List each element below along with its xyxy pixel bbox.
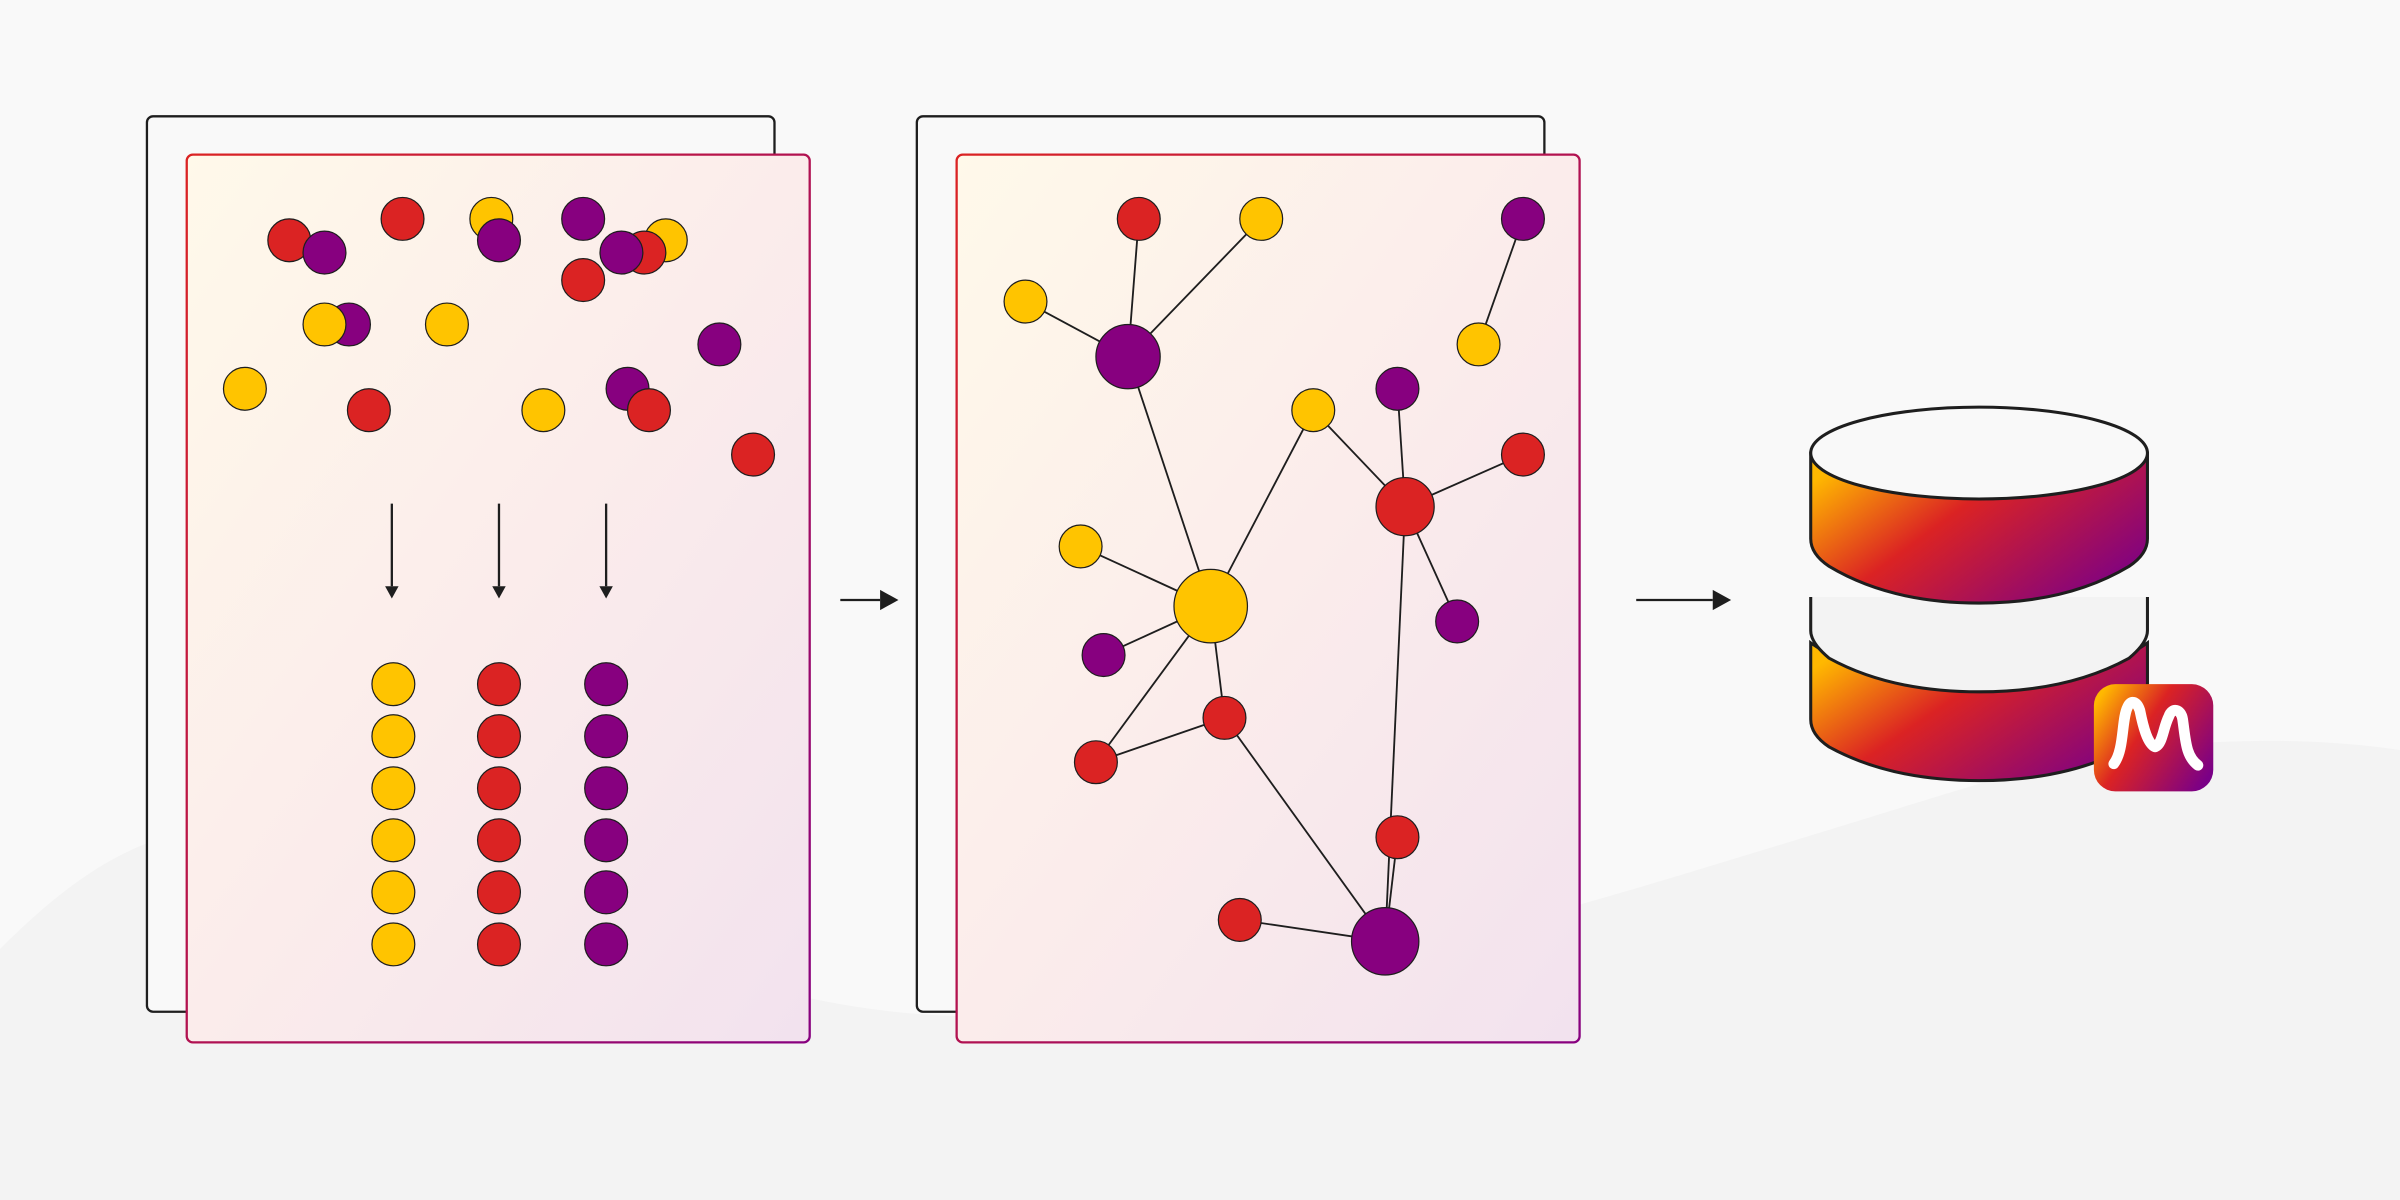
yellow-dot [371,662,416,707]
red-dot [346,388,391,433]
red-graph-node [1073,740,1118,785]
db-middle-outline [1809,596,2149,694]
yellow-graph-node [1058,524,1103,569]
red-graph-node [1217,897,1262,942]
yellow-graph-node [1173,568,1249,644]
red-dot [476,922,522,967]
arrow-right-icon [1636,589,1732,611]
red-dot [476,870,522,915]
background-wave [0,740,2400,1200]
db-middle-band [1810,596,2148,692]
purple-dot [584,922,629,967]
purple-graph-node [1375,366,1420,411]
yellow-graph-node [1239,196,1284,241]
arrow-head [599,586,613,599]
red-dot [380,196,425,241]
red-graph-node [1375,815,1420,860]
purple-dot [561,196,606,241]
yellow-dot [521,388,566,433]
red-graph-node [1116,196,1161,241]
front-frame [185,153,811,1044]
purple-graph-node [1435,599,1480,644]
red-dot [731,432,776,477]
purple-dot [599,230,644,275]
purple-dot [476,218,522,263]
purple-graph-node [1095,323,1161,390]
purple-graph-node [1500,196,1545,241]
purple-dot [584,714,629,759]
db-top [1809,405,2149,501]
purple-dot [697,322,742,367]
red-dot [476,714,522,759]
red-dot [561,258,606,303]
arrow-head [880,589,899,611]
yellow-dot [222,366,267,411]
purple-graph-node [1081,633,1126,678]
purple-dot [302,230,347,275]
arrow-head [492,586,506,599]
red-graph-node [1500,432,1545,477]
graph-edge [1384,506,1407,942]
front-frame [955,153,1581,1044]
graph-edge [1223,717,1386,942]
sorting-panel [145,115,811,1044]
yellow-graph-node [1456,322,1501,367]
red-graph-node [1202,695,1247,740]
yellow-dot [302,302,347,347]
arrow-right-icon [840,589,899,611]
purple-dot [584,870,629,915]
purple-dot [584,662,629,707]
yellow-graph-node [1003,279,1048,324]
arrow-head [385,586,399,599]
memgraph-logo [2093,684,2214,792]
yellow-dot [371,818,416,863]
purple-graph-node [1350,907,1420,976]
red-dot [476,662,522,707]
yellow-dot [371,922,416,967]
graph-edge [1095,716,1225,764]
yellow-dot [424,302,469,347]
red-dot [626,388,672,433]
red-dot [476,818,522,863]
arrow-head [1712,589,1732,611]
yellow-graph-node [1291,388,1336,433]
database-icon [1809,405,2214,792]
yellow-dot [371,714,416,759]
graph-panel [915,115,1581,1044]
graph-edge [1477,218,1524,345]
red-graph-node [1375,476,1435,537]
graph-edge [1127,356,1212,607]
yellow-dot [371,870,416,915]
red-dot [476,766,522,811]
purple-dot [584,818,629,863]
purple-dot [584,766,629,811]
yellow-dot [371,766,416,811]
